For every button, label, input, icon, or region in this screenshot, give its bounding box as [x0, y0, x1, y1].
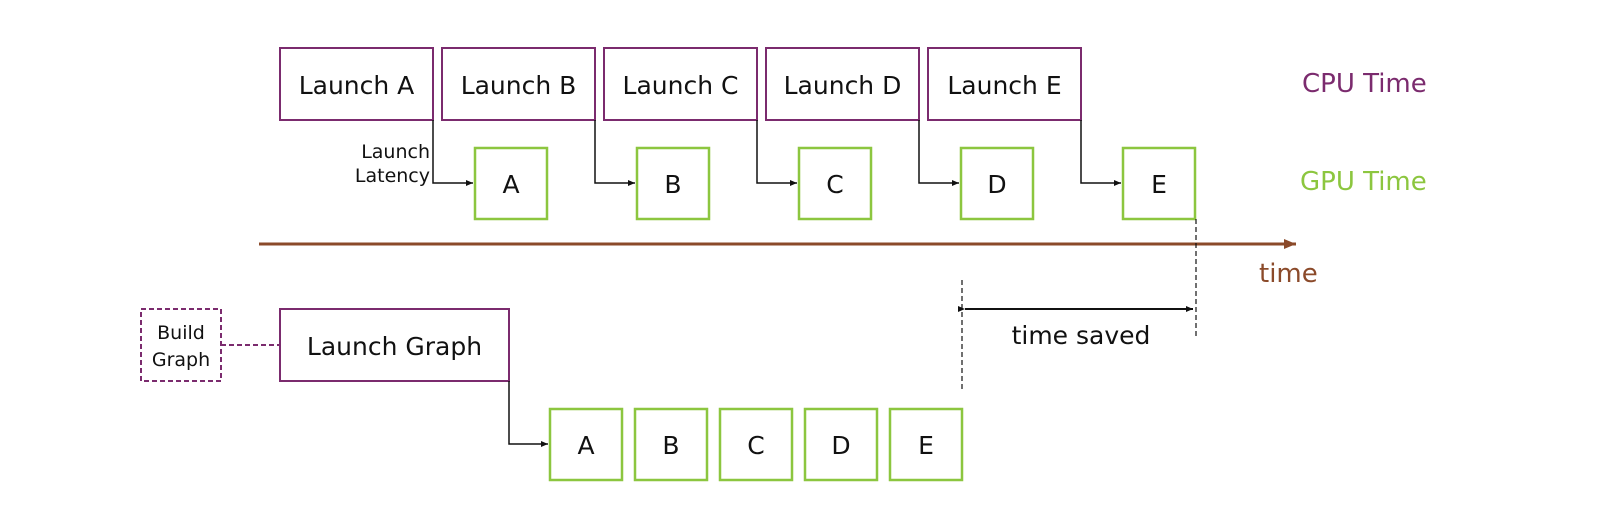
launch-c-box — [603, 47, 758, 121]
launch-b-label: Launch B — [461, 71, 577, 100]
launch-a-label: Launch A — [299, 71, 415, 100]
launch-graph-box — [279, 308, 510, 382]
build-graph: Build Graph — [140, 308, 222, 382]
build-graph-label-line1: Build — [157, 322, 205, 344]
launch-connectors — [432, 120, 1121, 186]
graph-kernel-d-label: D — [831, 431, 850, 460]
connector-e — [1080, 120, 1121, 186]
launch-b: Launch B — [441, 47, 596, 121]
cpu-launch-row: Launch A Launch B Launch C Launch D Laun… — [279, 47, 1082, 121]
time-saved-marker: time saved — [958, 219, 1197, 392]
launch-d: Launch D — [765, 47, 920, 121]
launch-graph-label: Launch Graph — [307, 332, 482, 361]
launch-c: Launch C — [603, 47, 758, 121]
graph-kernel-c: C — [718, 407, 794, 482]
cpu-time-legend: CPU Time — [1302, 69, 1427, 99]
launch-e-label: Launch E — [947, 71, 1061, 100]
time-saved-label: time saved — [1012, 321, 1151, 350]
launch-graph: Launch Graph — [279, 308, 510, 382]
graph-kernel-d: D — [803, 407, 879, 482]
kernel-a: A — [473, 146, 549, 221]
gpu-kernel-row: A B C D E — [473, 146, 1197, 221]
kernel-d-box — [959, 146, 1035, 221]
graph-connector — [508, 381, 548, 447]
graph-kernel-c-label: C — [747, 431, 764, 460]
connector-d — [918, 120, 959, 186]
graph-kernel-c-box — [718, 407, 794, 482]
launch-a: Launch A — [279, 47, 434, 121]
kernel-d: D — [959, 146, 1035, 221]
kernel-c: C — [797, 146, 873, 221]
connector-c — [756, 120, 797, 186]
time-axis-label: time — [1259, 259, 1318, 289]
graph-kernel-row: A B C D E — [548, 407, 964, 482]
graph-kernel-d-box — [803, 407, 879, 482]
launch-d-label: Launch D — [784, 71, 902, 100]
connector-b — [594, 120, 635, 186]
connector-a — [432, 120, 473, 186]
graph-kernel-a-label: A — [577, 431, 594, 460]
kernel-e: E — [1121, 146, 1197, 221]
graph-kernel-b: B — [633, 407, 709, 482]
launch-d-box — [765, 47, 920, 121]
kernel-c-box — [797, 146, 873, 221]
launch-latency-label-line2: Latency — [355, 165, 430, 187]
launch-c-label: Launch C — [623, 71, 739, 100]
launch-b-box — [441, 47, 596, 121]
graph-kernel-a-box — [548, 407, 624, 482]
kernel-e-label: E — [1151, 170, 1167, 199]
build-graph-label-line2: Graph — [152, 349, 210, 371]
kernel-a-box — [473, 146, 549, 221]
graph-kernel-b-label: B — [662, 431, 679, 460]
kernel-d-label: D — [987, 170, 1006, 199]
graph-kernel-e-box — [888, 407, 964, 482]
kernel-b-label: B — [664, 170, 681, 199]
gpu-time-legend: GPU Time — [1300, 167, 1427, 197]
graph-kernel-e-label: E — [918, 431, 934, 460]
graph-kernel-a: A — [548, 407, 624, 482]
kernel-e-box — [1121, 146, 1197, 221]
kernel-a-label: A — [502, 170, 519, 199]
launch-latency-label-line1: Launch — [361, 141, 430, 163]
kernel-b-box — [635, 146, 711, 221]
kernel-b: B — [635, 146, 711, 221]
launch-e-box — [927, 47, 1082, 121]
launch-a-box — [279, 47, 434, 121]
kernel-c-label: C — [826, 170, 843, 199]
launch-e: Launch E — [927, 47, 1082, 121]
graph-kernel-e: E — [888, 407, 964, 482]
graph-kernel-b-box — [633, 407, 709, 482]
